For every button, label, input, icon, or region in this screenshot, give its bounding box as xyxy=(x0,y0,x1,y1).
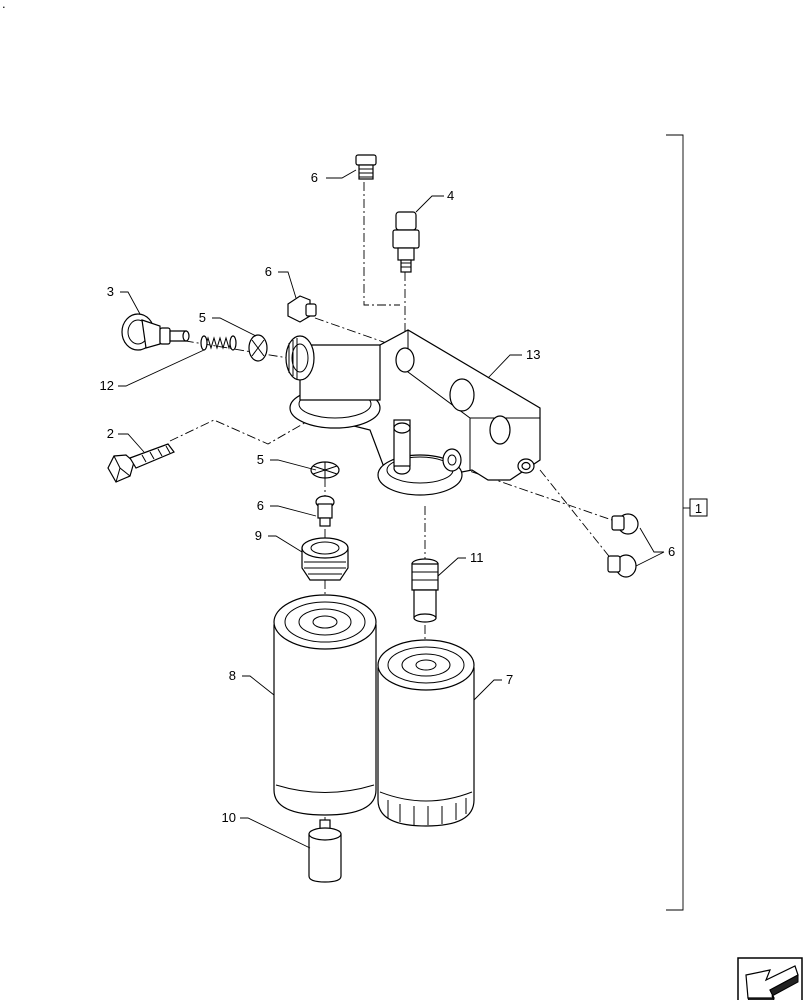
callout-5-upper: 5 xyxy=(199,310,206,325)
check-valve-lower xyxy=(310,461,340,479)
bolt-part xyxy=(107,443,175,483)
callout-1-box[interactable]: 1 xyxy=(689,498,708,517)
oil-filter xyxy=(377,639,475,827)
drain-part xyxy=(308,819,342,883)
callout-2: 2 xyxy=(107,426,114,441)
assembly-bracket xyxy=(666,134,690,911)
callout-3: 3 xyxy=(107,284,114,299)
callout-5-lower: 5 xyxy=(257,452,264,467)
callout-13: 13 xyxy=(526,347,540,362)
callout-6-middle: 6 xyxy=(257,498,264,513)
callout-7: 7 xyxy=(506,672,513,687)
callout-6-right: 6 xyxy=(668,544,675,559)
cap-part xyxy=(121,313,190,351)
callout-12: 12 xyxy=(100,378,114,393)
plug-upper-left xyxy=(287,295,317,323)
navigation-arrow-icon[interactable] xyxy=(737,957,803,1000)
check-valve-upper xyxy=(248,334,268,362)
spring-part xyxy=(200,335,237,351)
callout-6-upper-left: 6 xyxy=(265,264,272,279)
fuel-filter xyxy=(273,594,377,816)
plug-right-lower xyxy=(607,554,637,578)
plug-right-upper xyxy=(611,513,639,535)
connector-nipple xyxy=(411,558,439,623)
callout-10: 10 xyxy=(222,810,236,825)
filter-head-bracket xyxy=(285,329,541,496)
pressure-sensor xyxy=(392,211,420,273)
adapter-nipple xyxy=(301,537,349,581)
callout-9: 9 xyxy=(255,528,262,543)
leader-lines xyxy=(118,169,665,849)
callout-labels: 6 4 6 3 5 12 2 13 5 6 9 11 6 8 7 10 xyxy=(100,170,676,825)
callout-11: 11 xyxy=(470,550,484,565)
plug-middle xyxy=(315,495,335,527)
callout-8: 8 xyxy=(229,668,236,683)
plug-top xyxy=(355,154,377,180)
svg-text:1: 1 xyxy=(695,501,702,516)
callout-4: 4 xyxy=(447,188,454,203)
callout-6-top: 6 xyxy=(311,170,318,185)
corner-mark: . xyxy=(2,0,6,11)
